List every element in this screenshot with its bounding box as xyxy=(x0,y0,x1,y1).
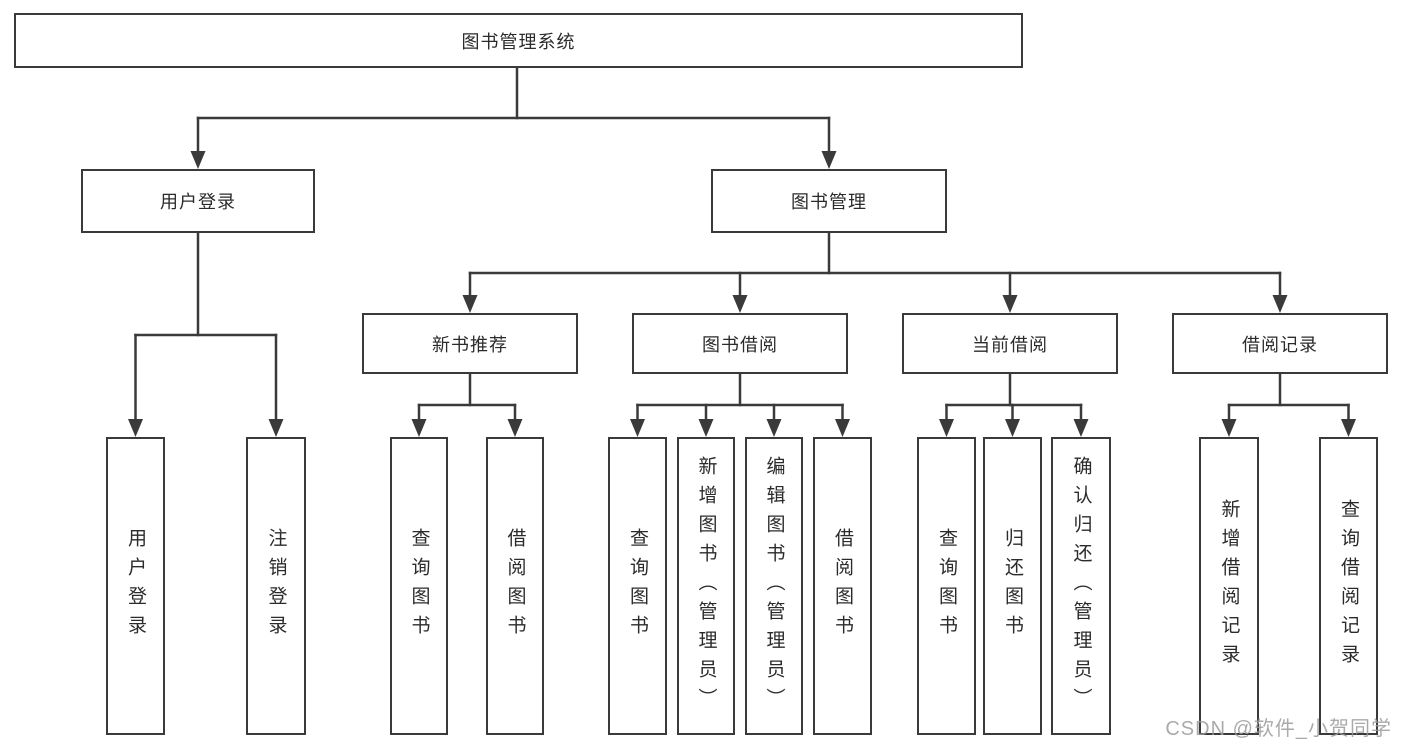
arrowhead-icon xyxy=(1005,419,1020,437)
node-leaf-add-borrow-record: 新增借阅记录 xyxy=(1199,437,1259,735)
node-user-login: 用户登录 xyxy=(81,169,315,233)
arrowhead-icon xyxy=(630,419,645,437)
connector-book-management-to-level3 xyxy=(462,231,1288,313)
arrowhead-icon xyxy=(190,151,206,169)
node-library-management-system: 图书管理系统 xyxy=(14,13,1023,68)
node-leaf-confirm-return-admin: 确认归还（管理员） xyxy=(1051,437,1111,735)
connector-user-login-to-leaves xyxy=(128,231,284,437)
arrowhead-icon xyxy=(268,419,284,437)
node-leaf-return-books: 归还图书 xyxy=(983,437,1042,735)
node-new-book-recommend: 新书推荐 xyxy=(362,313,578,374)
watermark: CSDN @软件_小贺同学 xyxy=(1165,718,1392,740)
arrowhead-icon xyxy=(462,295,478,313)
node-leaf-add-books-admin: 新增图书（管理员） xyxy=(677,437,735,735)
arrowhead-icon xyxy=(128,419,143,437)
arrowhead-icon xyxy=(698,419,714,437)
node-leaf-borrow-books-recommend: 借阅图书 xyxy=(486,437,544,735)
arrowhead-icon xyxy=(732,295,748,313)
node-leaf-edit-books-admin: 编辑图书（管理员） xyxy=(745,437,803,735)
node-leaf-query-books-current: 查询图书 xyxy=(917,437,976,735)
connector-current-borrowing-to-leaves xyxy=(939,372,1089,437)
connector-new-book-recommend-to-leaves xyxy=(411,372,523,437)
node-leaf-borrow-books-borrowing: 借阅图书 xyxy=(813,437,872,735)
arrowhead-icon xyxy=(507,419,523,437)
arrowhead-icon xyxy=(1073,419,1089,437)
arrowhead-icon xyxy=(1002,295,1018,313)
arrowhead-icon xyxy=(766,419,782,437)
node-leaf-query-books-recommend: 查询图书 xyxy=(390,437,448,735)
arrowhead-icon xyxy=(1221,419,1237,437)
arrowhead-icon xyxy=(411,419,427,437)
node-book-management: 图书管理 xyxy=(711,169,947,233)
node-leaf-query-books-borrowing: 查询图书 xyxy=(608,437,667,735)
connector-root-to-level2 xyxy=(190,66,837,169)
node-borrowing-records: 借阅记录 xyxy=(1172,313,1388,374)
arrowhead-icon xyxy=(939,419,954,437)
connector-book-borrowing-to-leaves xyxy=(630,372,850,437)
connector-borrowing-records-to-leaves xyxy=(1221,372,1356,437)
node-leaf-query-borrow-record: 查询借阅记录 xyxy=(1319,437,1378,735)
node-leaf-logout: 注销登录 xyxy=(246,437,306,735)
arrowhead-icon xyxy=(1272,295,1288,313)
arrowhead-icon xyxy=(1341,419,1356,437)
arrowhead-icon xyxy=(821,151,837,169)
node-current-borrowing: 当前借阅 xyxy=(902,313,1118,374)
node-book-borrowing: 图书借阅 xyxy=(632,313,848,374)
node-leaf-user-login: 用户登录 xyxy=(106,437,165,735)
arrowhead-icon xyxy=(835,419,850,437)
